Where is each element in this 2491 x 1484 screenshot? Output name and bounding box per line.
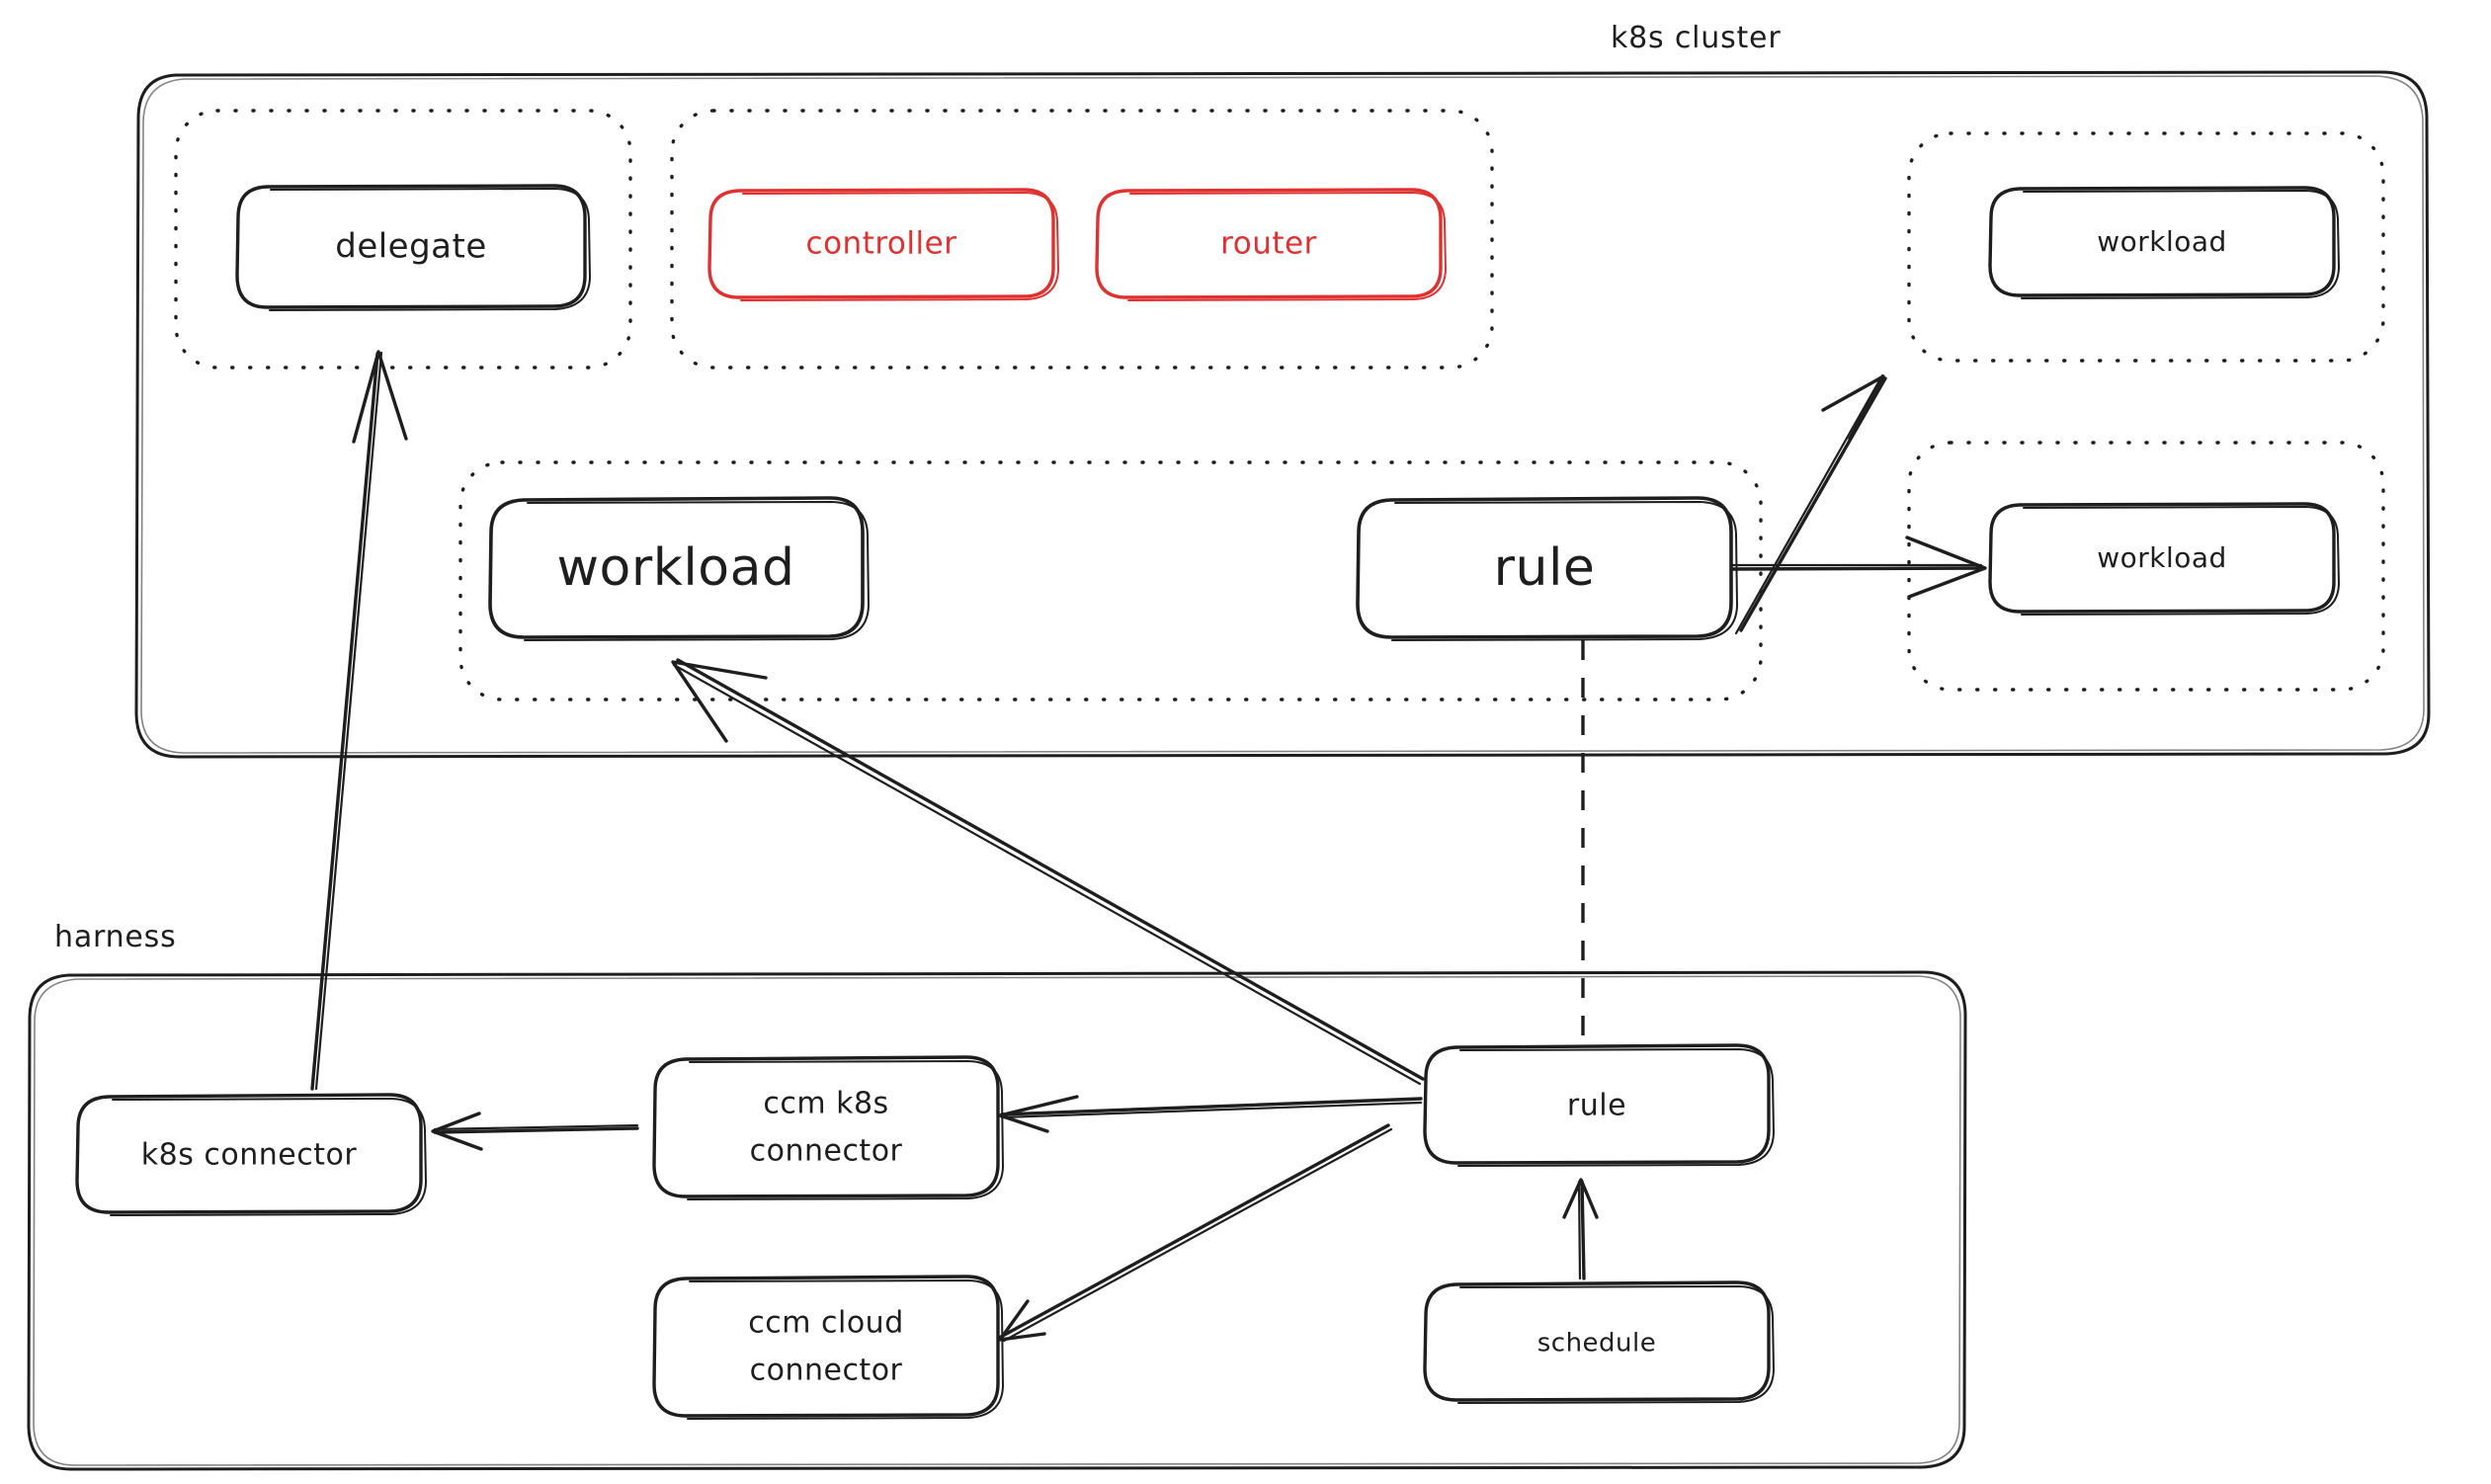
node-target-workload-1[interactable]: workload xyxy=(1988,186,2340,299)
group-frame-k8s-cluster xyxy=(134,70,2431,759)
edge-harness-rule-to-ccm-cloud xyxy=(998,1123,1393,1343)
node-label-target-workload-2: workload xyxy=(2097,541,2227,574)
node-label-delegate: delegate xyxy=(335,227,487,267)
group-title-k8s-cluster: k8s cluster xyxy=(1611,21,1781,55)
edge-ccm-k8s-to-k8s-connector xyxy=(431,1112,639,1151)
node-ccm-k8s-connector[interactable]: ccm k8s connector xyxy=(652,1055,1004,1200)
node-harness-rule[interactable]: rule xyxy=(1423,1043,1775,1167)
node-label-ccm-cloud-connector-line1: ccm cloud xyxy=(748,1306,904,1341)
dotted-frame-system-ns xyxy=(670,109,1494,370)
node-controller[interactable]: controller xyxy=(707,188,1059,301)
node-label-cluster-rule: rule xyxy=(1494,538,1596,598)
node-label-target-workload-1: workload xyxy=(2097,225,2227,258)
dotted-frame-target-ns-2 xyxy=(1907,441,2385,692)
node-label-schedule: schedule xyxy=(1537,1329,1657,1359)
node-k8s-connector[interactable]: k8s connector xyxy=(75,1093,427,1216)
node-label-controller: controller xyxy=(806,226,957,262)
node-label-cluster-workload: workload xyxy=(557,538,795,598)
node-label-ccm-k8s-connector-line1: ccm k8s xyxy=(763,1087,888,1121)
node-label-ccm-k8s-connector-line2: connector xyxy=(750,1134,903,1169)
node-cluster-rule[interactable]: rule xyxy=(1356,496,1738,641)
edge-rule-to-workload-top xyxy=(1734,373,1887,635)
node-label-ccm-cloud-connector-line2: connector xyxy=(750,1354,903,1388)
node-label-k8s-connector: k8s connector xyxy=(141,1138,358,1173)
node-schedule[interactable]: schedule xyxy=(1423,1280,1775,1404)
node-router[interactable]: router xyxy=(1095,188,1447,301)
edge-rule-to-workload-bottom xyxy=(1723,536,1987,599)
node-label-harness-rule: rule xyxy=(1567,1089,1626,1123)
edge-harness-rule-to-ccm-k8s xyxy=(998,1095,1423,1133)
node-ccm-cloud-connector[interactable]: ccm cloud connector xyxy=(652,1275,1004,1420)
node-cluster-workload[interactable]: workload xyxy=(488,496,870,641)
edge-schedule-to-harness-rule xyxy=(1562,1178,1599,1280)
node-target-workload-2[interactable]: workload xyxy=(1988,502,2340,616)
dotted-frame-target-ns-1 xyxy=(1907,131,2385,363)
group-title-harness: harness xyxy=(54,920,177,954)
edge-k8s-connector-to-delegate xyxy=(310,350,408,1091)
node-label-router: router xyxy=(1220,226,1317,262)
node-delegate[interactable]: delegate xyxy=(235,184,591,311)
group-frame-harness xyxy=(27,970,1967,1471)
edge-harness-rule-to-cluster-workload xyxy=(671,658,1425,1086)
